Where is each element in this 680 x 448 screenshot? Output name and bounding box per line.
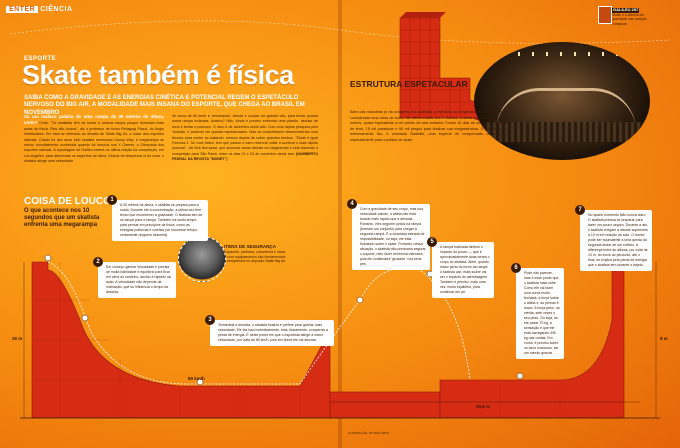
- height-label-left: 26 m: [12, 336, 23, 341]
- safety-text: Capacete, joelheira, cotoveleira e luvas…: [224, 249, 287, 264]
- structure-body: Além das manobras (e da coragem) dos ska…: [350, 110, 508, 142]
- step-text: A rampa inclinada diminui o impacto do p…: [440, 245, 490, 294]
- photo-crowd: [484, 122, 644, 142]
- article-deck: SAIBA COMO A GRAVIDADE E AS ENERGIAS CIN…: [24, 95, 305, 116]
- issue-text: Skate e a ciência da gravidade nas rampa…: [612, 12, 647, 26]
- body-column-1: Só um maluco pularia de uma rampa de 26 …: [24, 114, 164, 165]
- step-text: Com a gravidade de seu corpo, mas sua ve…: [360, 207, 426, 266]
- body-column-2: de cerca de 80 km/h e, terminando, decol…: [172, 114, 318, 163]
- height-label-right: 8 m: [660, 336, 668, 341]
- marker-3: [196, 378, 204, 386]
- body-text-2: de cerca de 80 km/h e, terminando, decol…: [172, 114, 318, 156]
- issue-box: GALILEU 297 Skate e a ciência da gravida…: [598, 6, 656, 26]
- photo-lights: [504, 52, 624, 56]
- safety-title: ITENS DE SEGURANÇA: [224, 244, 277, 249]
- body-credit: (NUMBERTO PEDRAL DA REVISTA "MONET"): [172, 151, 318, 162]
- step-text: No quarto momento Não nunca claro. O ska…: [588, 213, 648, 267]
- step-text: A 26 metros de altura, o skatista se pre…: [120, 203, 203, 237]
- step-number: 6: [511, 263, 521, 273]
- speed-label: 80 km/h: [188, 376, 205, 381]
- article-lead: Só um maluco pularia de uma rampa de 26 …: [24, 114, 164, 126]
- marker-2: [81, 314, 89, 322]
- step-number: 7: [575, 205, 585, 215]
- skater-inset: [178, 236, 226, 282]
- safety-items: ITENS DE SEGURANÇA Capacete, joelheira, …: [224, 244, 288, 264]
- illustration-credit: ILUSTRAÇÃO: STUDIO ARTE: [348, 431, 389, 435]
- photo-ramp: [496, 88, 636, 131]
- issue-head: GALILEU 297: [612, 7, 640, 13]
- marker-6: [516, 372, 524, 380]
- section-label: CIÊNCIA: [40, 6, 73, 13]
- graphic-title: COISA DE LOUCO: [24, 196, 111, 207]
- megaramp-photo: [474, 42, 650, 160]
- section-box: ENTER: [6, 6, 39, 13]
- structure-title: ESTRUTURA ESPETACULAR: [350, 79, 468, 89]
- marker-4: [356, 296, 364, 304]
- step-number: 1: [107, 195, 117, 205]
- step-number: 2: [93, 257, 103, 267]
- marker-1: [44, 254, 52, 262]
- step-number: 4: [347, 199, 357, 209]
- mega-ramp: [31, 261, 625, 419]
- issue-thumbnail: [598, 6, 612, 24]
- step-number: 5: [427, 237, 437, 247]
- step-text: Em começo ganhar velocidade e precisa de…: [106, 265, 171, 294]
- step-number: 3: [205, 315, 215, 325]
- graphic-subtitle: O que acontece nos 10 segundos que um sk…: [24, 208, 100, 229]
- page-gutter: [338, 0, 342, 448]
- step-text: Terminada a descida, o skatista finaliza…: [218, 323, 329, 342]
- trajectory-path: [47, 261, 471, 385]
- article-title: Skate também é física: [22, 60, 294, 90]
- step-text: Pode não parecer, mas é esse ponto que o…: [524, 271, 560, 355]
- body-text-1: Certo. "Os skatistas têm de tomar a mesm…: [24, 121, 164, 158]
- article-kicker: ESPORTE: [24, 56, 57, 62]
- width-label: 25,8 m: [476, 404, 491, 409]
- body-text-1-end: Depois de despencar lá de cima, o skatis…: [24, 153, 165, 164]
